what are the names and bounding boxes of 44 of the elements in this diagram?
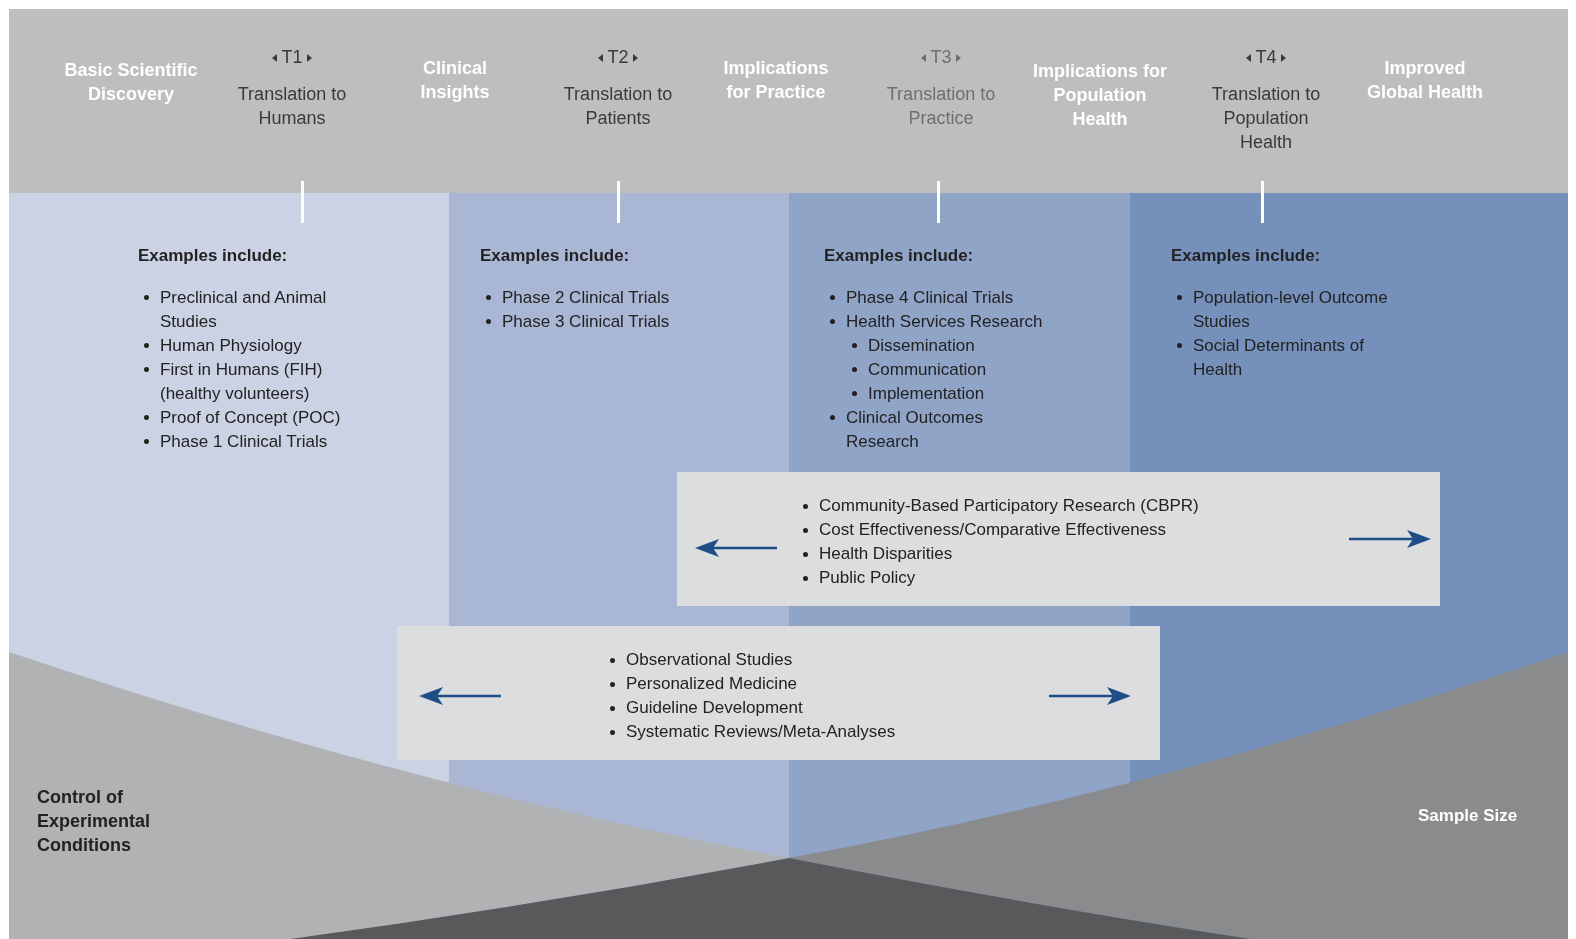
list-item: Cost Effectiveness/Comparative Effectiveness [819,519,1167,541]
stage-label: T4 [1255,46,1277,69]
stage-label: T2 [607,46,629,69]
list-item: Public Policy [819,567,916,589]
milestone-label: Implications for Practice [722,57,830,104]
list-item: Systematic Reviews/Meta-Analyses [626,721,896,743]
list-item: Clinical Outcomes Research [846,406,984,453]
list-item: Observational Studies [626,649,793,671]
info-box [677,472,1440,606]
list-item: Guideline Development [626,697,803,719]
section-heading: Examples include: [480,245,631,267]
list-item: Proof of Concept (POC) [160,406,341,429]
milestone-label: Clinical Insights [419,57,491,104]
translation-label: Translation to Population Health [1210,83,1322,154]
axis-label: Control of Experimental Conditions [37,786,152,857]
list-item: First in Humans (FIH) (healthy volunteers) [160,358,324,405]
translation-label: Translation to Humans [236,83,348,130]
list-item: Health Services Research [846,310,1043,333]
list-item: Community-Based Participatory Research (CBPR) [819,495,1199,517]
section-heading: Examples include: [824,245,975,267]
list-item: Human Physiology [160,334,302,357]
list-item: Phase 4 Clinical Trials [846,286,1014,309]
list-item: Phase 3 Clinical Trials [502,310,670,333]
section-heading: Examples include: [1171,245,1322,267]
list-item: Phase 2 Clinical Trials [502,286,670,309]
translation-label: Translation to Patients [563,83,673,130]
list-item: Dissemination [868,334,975,357]
list-item: Health Disparities [819,543,953,565]
list-item: Personalized Medicine [626,673,798,695]
list-item: Preclinical and Animal Studies [160,286,328,333]
milestone-label: Improved Global Health [1366,57,1484,104]
section-heading: Examples include: [138,245,289,267]
milestone-label: Implications for Population Health [1032,60,1168,131]
list-item: Social Determinants of Health [1193,334,1366,381]
info-box [397,626,1160,760]
translation-label: Translation to Practice [885,83,997,130]
stage-label: T3 [930,46,952,69]
list-item: Implementation [868,382,985,405]
stage-label: T1 [281,46,303,69]
milestone-label: Basic Scientific Discovery [63,59,199,106]
list-item: Communication [868,358,987,381]
list-item: Population-level Outcome Studies [1193,286,1389,333]
list-item: Phase 1 Clinical Trials [160,430,328,453]
axis-label: Sample Size [1418,805,1519,827]
